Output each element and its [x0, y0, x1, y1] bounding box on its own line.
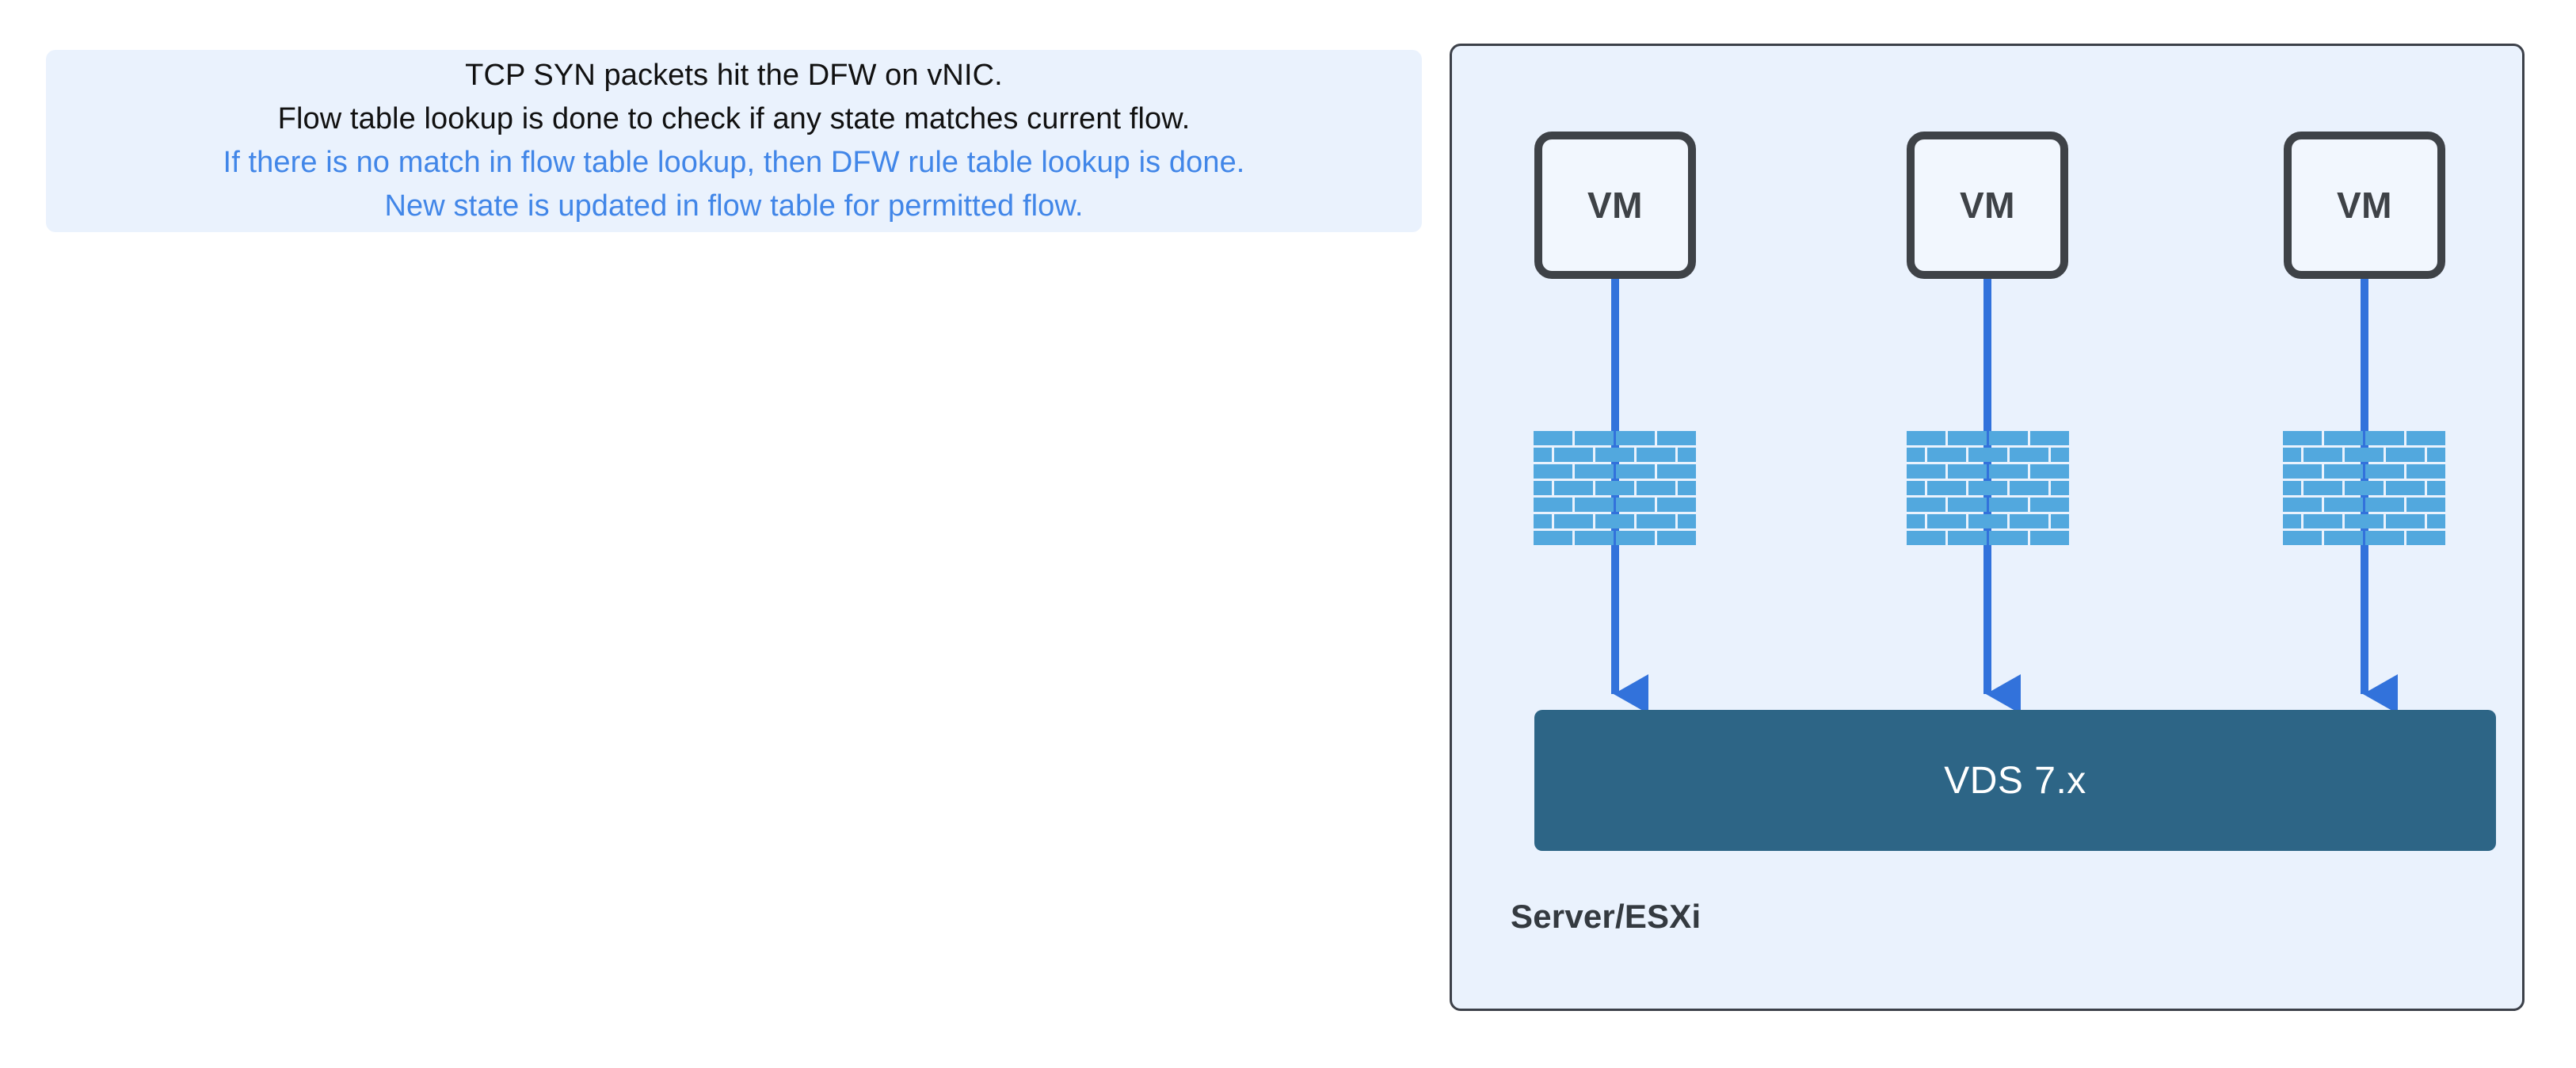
brick-wall-icon [1534, 431, 1696, 545]
vds-label: VDS 7.x [1944, 759, 2086, 802]
vm-box-1[interactable]: VM [1534, 132, 1696, 279]
callout-line-1: TCP SYN packets hit the DFW on vNIC. [465, 58, 1003, 92]
vm-box-2[interactable]: VM [1907, 132, 2068, 279]
callout-line-2: Flow table lookup is done to check if an… [277, 101, 1191, 135]
brick-wall-icon [1907, 431, 2069, 545]
callout-line-4: New state is updated in flow table for p… [384, 189, 1084, 223]
vm-box-3[interactable]: VM [2284, 132, 2445, 279]
annotation-callout: TCP SYN packets hit the DFW on vNIC. Flo… [46, 50, 1422, 232]
vds-switch-bar[interactable]: VDS 7.x [1534, 710, 2496, 851]
vm-label: VM [2337, 185, 2392, 226]
vm-label: VM [1587, 185, 1643, 226]
brick-wall-icon [2283, 431, 2445, 545]
callout-line-3: If there is no match in flow table looku… [223, 146, 1245, 179]
esxi-server-panel: VM VM VM [1450, 44, 2525, 1011]
vm-label: VM [1960, 185, 2015, 226]
server-esxi-caption: Server/ESXi [1511, 898, 1701, 935]
